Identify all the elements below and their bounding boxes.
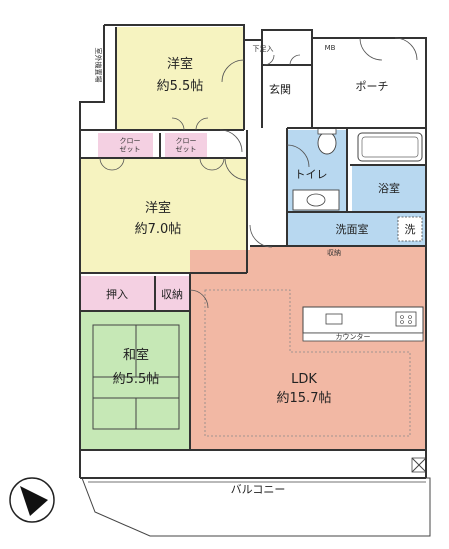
label-washitsu-name: 和室: [123, 347, 149, 363]
label-outdoor-unit: 室外機置場: [94, 48, 103, 83]
walls: [79, 24, 427, 479]
kitchen-counter: [302, 306, 424, 342]
room-washitsu: [80, 312, 190, 450]
room-oshiire: [80, 276, 155, 310]
label-genkan: 玄関: [269, 82, 291, 96]
room-closet-2: [165, 133, 207, 158]
room-ldk-extension: [250, 245, 426, 255]
label-ldk-name: LDK: [291, 372, 317, 387]
room-yoshitsu-1: [116, 27, 244, 130]
room-outdoor-unit: [84, 27, 104, 102]
label-yoshitsu-2-size: 約7.0帖: [135, 222, 182, 237]
north-compass: [9, 477, 55, 523]
label-shuno: 収納: [161, 288, 183, 301]
wash-basin: [292, 189, 340, 211]
wash-basin-bowl: [306, 193, 326, 207]
label-washitsu-size: 約5.5帖: [113, 372, 160, 387]
tatami-grid: [92, 324, 180, 430]
room-closet-1: [98, 133, 153, 158]
label-oshiire: 押入: [106, 287, 128, 301]
label-toilet: トイレ: [295, 168, 328, 181]
room-bath: [352, 165, 426, 215]
room-ldk: [190, 250, 426, 450]
bathtub: [357, 132, 423, 162]
label-porch: ポーチ: [356, 80, 389, 93]
label-yoshitsu-2-name: 洋室: [145, 200, 171, 216]
label-counter: カウンター: [336, 332, 371, 341]
label-yoshitsu-1-size: 約5.5帖: [157, 79, 204, 94]
label-wash-mark: 洗: [405, 223, 416, 236]
label-shuno-small: 収納: [327, 248, 341, 257]
label-shoebox: 下足入: [253, 45, 274, 53]
bathtub-inner: [361, 136, 419, 158]
room-shuno: [155, 276, 190, 310]
label-closet-2: クローゼット: [176, 137, 197, 153]
ldk-dotted-outline: [204, 289, 411, 437]
door-swings: [99, 37, 418, 309]
label-bath: 浴室: [378, 181, 400, 195]
label-closet-1: クローゼット: [120, 137, 141, 153]
washer-space: [397, 216, 423, 242]
label-yoshitsu-1-name: 洋室: [167, 56, 193, 72]
label-mb: MB: [325, 44, 336, 52]
toilet-bowl: [317, 131, 337, 155]
label-balcony: バルコニー: [231, 483, 286, 496]
label-washroom: 洗面室: [336, 222, 369, 236]
label-ldk-size: 約15.7帖: [277, 391, 332, 406]
